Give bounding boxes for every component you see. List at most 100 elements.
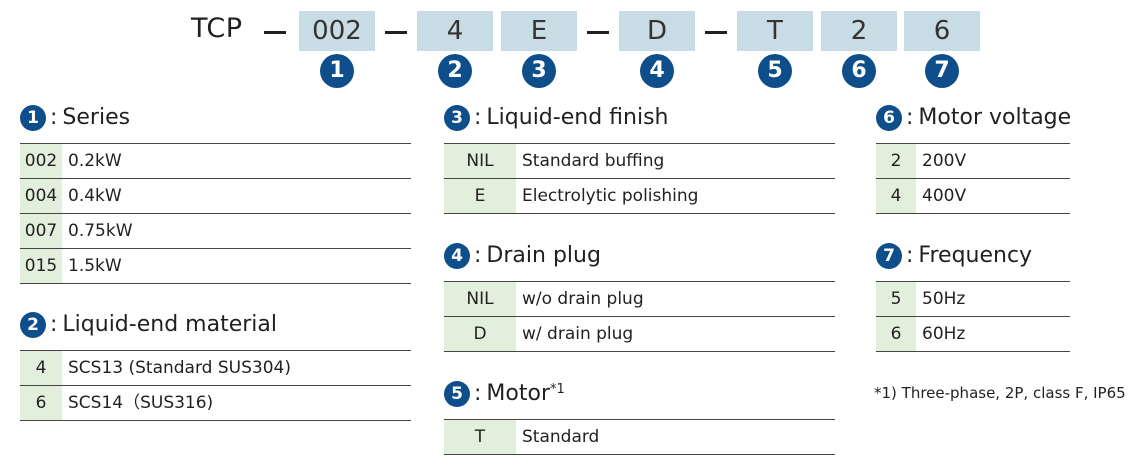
option-description: w/ drain plug	[522, 324, 634, 344]
material-title: Liquid-end material	[62, 312, 277, 337]
heading-colon: :	[474, 105, 482, 130]
option-description: Standard	[522, 427, 600, 447]
table-row: 007 0.75kW	[20, 214, 411, 249]
option-description: 0.2kW	[68, 151, 122, 171]
option-code: NIL	[444, 282, 516, 316]
material-heading: 2 : Liquid-end material	[20, 311, 277, 339]
heading-colon: :	[474, 243, 482, 268]
option-description: Standard buffing	[522, 151, 665, 171]
table-row: 2 200V	[876, 144, 1070, 179]
option-description: SCS13 (Standard SUS304)	[68, 358, 291, 378]
code-segment-motor: T	[737, 11, 813, 51]
voltage-heading: 6 : Motor voltage	[876, 104, 1071, 132]
option-description: SCS14（SUS316)	[68, 393, 214, 413]
number-badge-5: 5	[758, 54, 792, 88]
option-description: 1.5kW	[68, 256, 122, 276]
number-badge-4: 4	[444, 243, 470, 269]
heading-colon: :	[474, 381, 482, 406]
code-segment-drain: D	[619, 11, 695, 51]
option-description: 200V	[922, 151, 967, 171]
heading-colon: :	[906, 243, 914, 268]
finish-title: Liquid-end finish	[486, 105, 669, 130]
option-code: NIL	[444, 144, 516, 178]
option-description: 0.4kW	[68, 186, 122, 206]
option-code: 6	[20, 386, 62, 420]
option-code: 007	[20, 214, 62, 248]
finish-table: NIL Standard buffing E Electrolytic poli…	[444, 143, 835, 214]
option-description: 0.75kW	[68, 221, 133, 241]
option-description: 50Hz	[922, 289, 966, 309]
code-segment-material: 4	[417, 11, 493, 51]
table-row: D w/ drain plug	[444, 317, 835, 352]
table-row: NIL w/o drain plug	[444, 282, 835, 317]
number-badge-7: 7	[925, 54, 959, 88]
option-description: w/o drain plug	[522, 289, 644, 309]
number-badge-5: 5	[444, 381, 470, 407]
code-segment-frequency: 6	[904, 11, 980, 51]
table-row: 6 SCS14（SUS316)	[20, 386, 411, 421]
heading-colon: :	[50, 312, 58, 337]
number-badge-3: 3	[522, 54, 556, 88]
option-code: 015	[20, 249, 62, 283]
number-badge-1: 1	[20, 105, 46, 131]
material-table: 4 SCS13 (Standard SUS304) 6 SCS14（SUS316…	[20, 350, 411, 421]
model-prefix: TCP	[191, 13, 243, 44]
table-row: 002 0.2kW	[20, 144, 411, 179]
code-dash	[705, 31, 727, 34]
voltage-table: 2 200V 4 400V	[876, 143, 1070, 214]
number-badge-3: 3	[444, 105, 470, 131]
footnote: *1) Three-phase, 2P, class F, IP65	[874, 384, 1126, 402]
option-code: 6	[876, 317, 916, 351]
table-row: T Standard	[444, 420, 835, 455]
frequency-heading: 7 : Frequency	[876, 242, 1032, 270]
table-row: 4 SCS13 (Standard SUS304)	[20, 351, 411, 386]
option-code: 2	[876, 144, 916, 178]
option-code: 002	[20, 144, 62, 178]
option-code: 4	[20, 351, 62, 385]
drain-heading: 4 : Drain plug	[444, 242, 601, 270]
option-code: 4	[876, 179, 916, 213]
number-badge-2: 2	[20, 312, 46, 338]
number-badge-2: 2	[438, 54, 472, 88]
table-row: 004 0.4kW	[20, 179, 411, 214]
frequency-title: Frequency	[918, 243, 1033, 268]
heading-colon: :	[906, 105, 914, 130]
code-segment-voltage: 2	[821, 11, 897, 51]
table-row: 5 50Hz	[876, 282, 1070, 317]
motor-title: Motor	[486, 381, 550, 406]
series-title: Series	[62, 105, 131, 130]
option-code: D	[444, 317, 516, 351]
option-description: 400V	[922, 186, 967, 206]
code-segment-series: 002	[299, 11, 375, 51]
motor-heading: 5 : Motor*1	[444, 380, 565, 408]
voltage-title: Motor voltage	[918, 105, 1072, 130]
table-row: NIL Standard buffing	[444, 144, 835, 179]
number-badge-6: 6	[876, 105, 902, 131]
code-segment-finish: E	[501, 11, 577, 51]
code-dash	[587, 31, 609, 34]
option-code: T	[444, 420, 516, 454]
table-row: 015 1.5kW	[20, 249, 411, 284]
number-badge-7: 7	[876, 243, 902, 269]
frequency-table: 5 50Hz 6 60Hz	[876, 281, 1070, 352]
number-badge-6: 6	[842, 54, 876, 88]
series-table: 002 0.2kW 004 0.4kW 007 0.75kW 015 1.5kW	[20, 143, 411, 284]
option-code: 004	[20, 179, 62, 213]
option-description: 60Hz	[922, 324, 966, 344]
heading-colon: :	[50, 105, 58, 130]
code-dash	[385, 31, 407, 34]
table-row: E Electrolytic polishing	[444, 179, 835, 214]
option-code: 5	[876, 282, 916, 316]
code-dash	[264, 31, 286, 34]
number-badge-1: 1	[320, 54, 354, 88]
drain-table: NIL w/o drain plug D w/ drain plug	[444, 281, 835, 352]
finish-heading: 3 : Liquid-end finish	[444, 104, 668, 132]
number-badge-4: 4	[640, 54, 674, 88]
table-row: 6 60Hz	[876, 317, 1070, 352]
drain-title: Drain plug	[486, 243, 601, 268]
motor-table: T Standard	[444, 419, 835, 455]
table-row: 4 400V	[876, 179, 1070, 214]
option-description: Electrolytic polishing	[522, 186, 699, 206]
series-heading: 1 : Series	[20, 104, 130, 132]
option-code: E	[444, 179, 516, 213]
